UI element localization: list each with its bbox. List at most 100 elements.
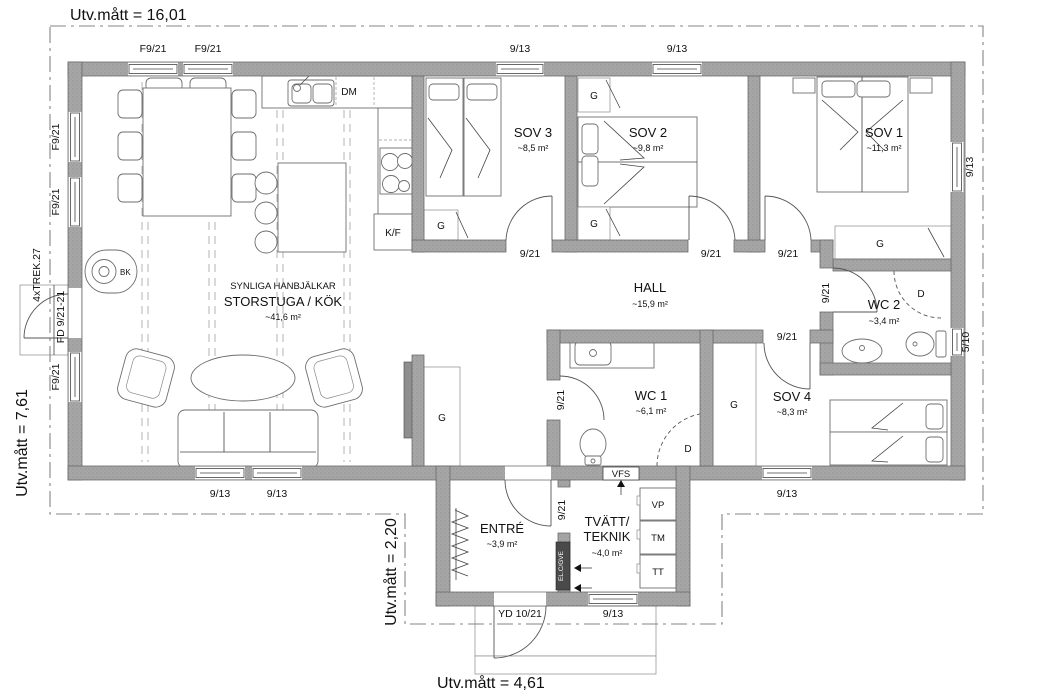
room-area-wc2: ~3,4 m²	[869, 316, 900, 326]
room-area-sov1: ~11,3 m²	[866, 143, 901, 153]
room-label-tvatt-2: TEKNIK	[584, 529, 631, 544]
door-fd-swing	[23, 293, 69, 339]
label-913-bottom-2: 9/13	[267, 488, 288, 500]
window-913-bottom-3	[762, 466, 812, 480]
vfs-unit	[602, 466, 640, 495]
label-921-wc1: 9/21	[555, 390, 567, 411]
wood-stove-bk	[84, 249, 138, 294]
room-label-hall: HALL	[634, 280, 667, 295]
coffee-table	[190, 354, 296, 402]
label-trek: 4xTREK.27	[31, 248, 43, 302]
room-label-sov2: SOV 2	[629, 125, 667, 140]
window-913-bottom-1	[195, 466, 245, 480]
fridge-freezer	[373, 213, 413, 251]
corridor-closet	[712, 342, 757, 467]
door-fd-left	[68, 288, 82, 338]
label-f921-left-1: F9/21	[50, 123, 62, 150]
sov1-closet	[834, 225, 952, 260]
label-d-wc2: D	[917, 289, 924, 300]
door-sov3	[505, 195, 553, 241]
kitchen-counter	[261, 71, 413, 251]
label-vfs: VFS	[612, 469, 630, 480]
label-921-sov1: 9/21	[778, 248, 799, 260]
label-tt: TT	[652, 567, 664, 578]
dim-left: Utv.mått = 7,61	[13, 389, 31, 497]
window-f921-left-2	[68, 177, 82, 227]
label-fridge-freezer: K/F	[385, 228, 401, 239]
windows	[68, 62, 964, 606]
door-sov2	[688, 195, 736, 241]
sov3-beds	[425, 77, 502, 197]
label-g-corridor: G	[730, 400, 738, 411]
wc2-sink	[841, 338, 883, 364]
label-tm: TM	[651, 533, 665, 544]
label-g-sov3: G	[437, 221, 445, 232]
label-f921-top-2: F9/21	[195, 43, 222, 55]
label-f921-left-2: F9/21	[50, 188, 62, 215]
sov1-bed	[792, 76, 933, 193]
kitchen-island	[254, 162, 347, 254]
label-yd-door: YD 10/21	[498, 608, 542, 620]
label-g-hall: G	[438, 413, 446, 424]
sofa	[177, 409, 319, 469]
sov2-bed	[577, 116, 698, 208]
label-913-top-1: 9/13	[510, 43, 531, 55]
window-913-top-2	[652, 62, 702, 76]
room-area-sov4: ~8,3 m²	[777, 407, 808, 417]
sov2-closet-top	[577, 77, 621, 113]
dining-table	[117, 77, 257, 217]
wc2-toilet	[905, 331, 935, 357]
window-913-right	[950, 142, 964, 192]
label-921-sov2: 9/21	[701, 248, 722, 260]
room-area-entre: ~3,9 m²	[487, 539, 518, 549]
room-label-tvatt-1: TVÄTT/	[585, 514, 630, 529]
wc2-shower-door	[893, 270, 942, 319]
window-913-bump	[588, 592, 638, 606]
room-area-storstuga: ~41,6 m²	[265, 312, 301, 322]
armchair-right	[305, 348, 363, 408]
room-area-tvatt: ~4,0 m²	[592, 548, 623, 558]
label-g-sov2-bottom: G	[590, 219, 598, 230]
label-el-panel: EL.C/GVE	[558, 550, 565, 581]
window-labels: F9/21 F9/21 9/13 9/13 F9/21 F9/21 F9/21 …	[31, 43, 976, 620]
label-dishwasher: DM	[341, 87, 357, 98]
sov3-closet	[423, 209, 469, 241]
room-area-hall: ~15,9 m²	[632, 299, 668, 309]
dim-top: Utv.mått = 16,01	[70, 6, 187, 24]
door-wc1	[559, 375, 605, 421]
door-swings	[23, 195, 878, 659]
door-entre	[504, 479, 552, 527]
label-921-tvatt: 9/21	[556, 500, 568, 521]
label-921-wc2: 9/21	[820, 283, 832, 304]
dimension-labels: Utv.mått = 16,01 Utv.mått = 7,61 Utv.måt…	[13, 6, 545, 692]
window-f921-top-1	[128, 62, 178, 76]
window-f921-left-3	[68, 352, 82, 402]
entre-door-opening	[505, 466, 551, 480]
room-label-wc2: WC 2	[868, 297, 901, 312]
sov4-beds	[829, 399, 948, 466]
label-913-bottom-3: 9/13	[777, 488, 798, 500]
label-921-sov3: 9/21	[520, 248, 541, 260]
door-yd-opening	[494, 592, 546, 606]
label-921-sov4: 9/21	[777, 331, 798, 343]
media-bench	[403, 361, 413, 439]
room-area-sov3: ~8,5 m²	[518, 143, 549, 153]
door-labels: 9/21 9/21 9/21 9/21 9/21 9/21 9/21	[520, 248, 832, 520]
hall-closet	[423, 366, 461, 467]
tm-unit	[639, 520, 677, 555]
door-wc2	[832, 267, 878, 313]
note-synliga-hanbjalkar: SYNLIGA HANBJÄLKAR	[230, 281, 336, 292]
dim-porch: Utv.mått = 4,61	[437, 674, 545, 692]
room-label-sov4: SOV 4	[773, 389, 811, 404]
el-panel	[555, 541, 592, 592]
entry-porch-bottom	[474, 605, 657, 675]
window-f921-left-1	[68, 112, 82, 162]
label-913-bottom-1: 9/13	[210, 488, 231, 500]
label-510-right: 5/10	[960, 332, 972, 353]
label-bk-stove: BK	[120, 268, 131, 277]
window-f921-top-2	[183, 62, 233, 76]
sov2-closet-bottom	[577, 206, 621, 241]
wc2-fixtures	[841, 270, 947, 364]
